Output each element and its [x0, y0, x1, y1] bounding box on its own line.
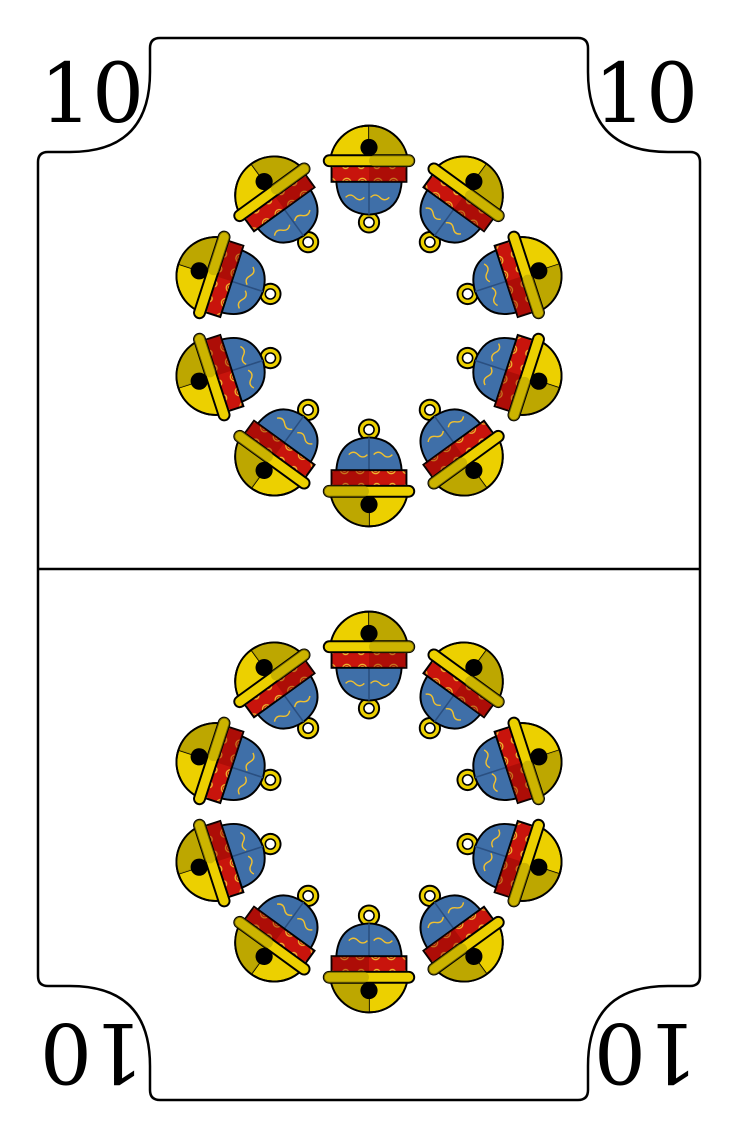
rank-top-left: 10: [40, 47, 144, 142]
rank-bottom-right: 10: [594, 1004, 698, 1099]
rank-bottom-left: 10: [40, 1004, 144, 1099]
rank-top-right: 10: [594, 47, 698, 142]
